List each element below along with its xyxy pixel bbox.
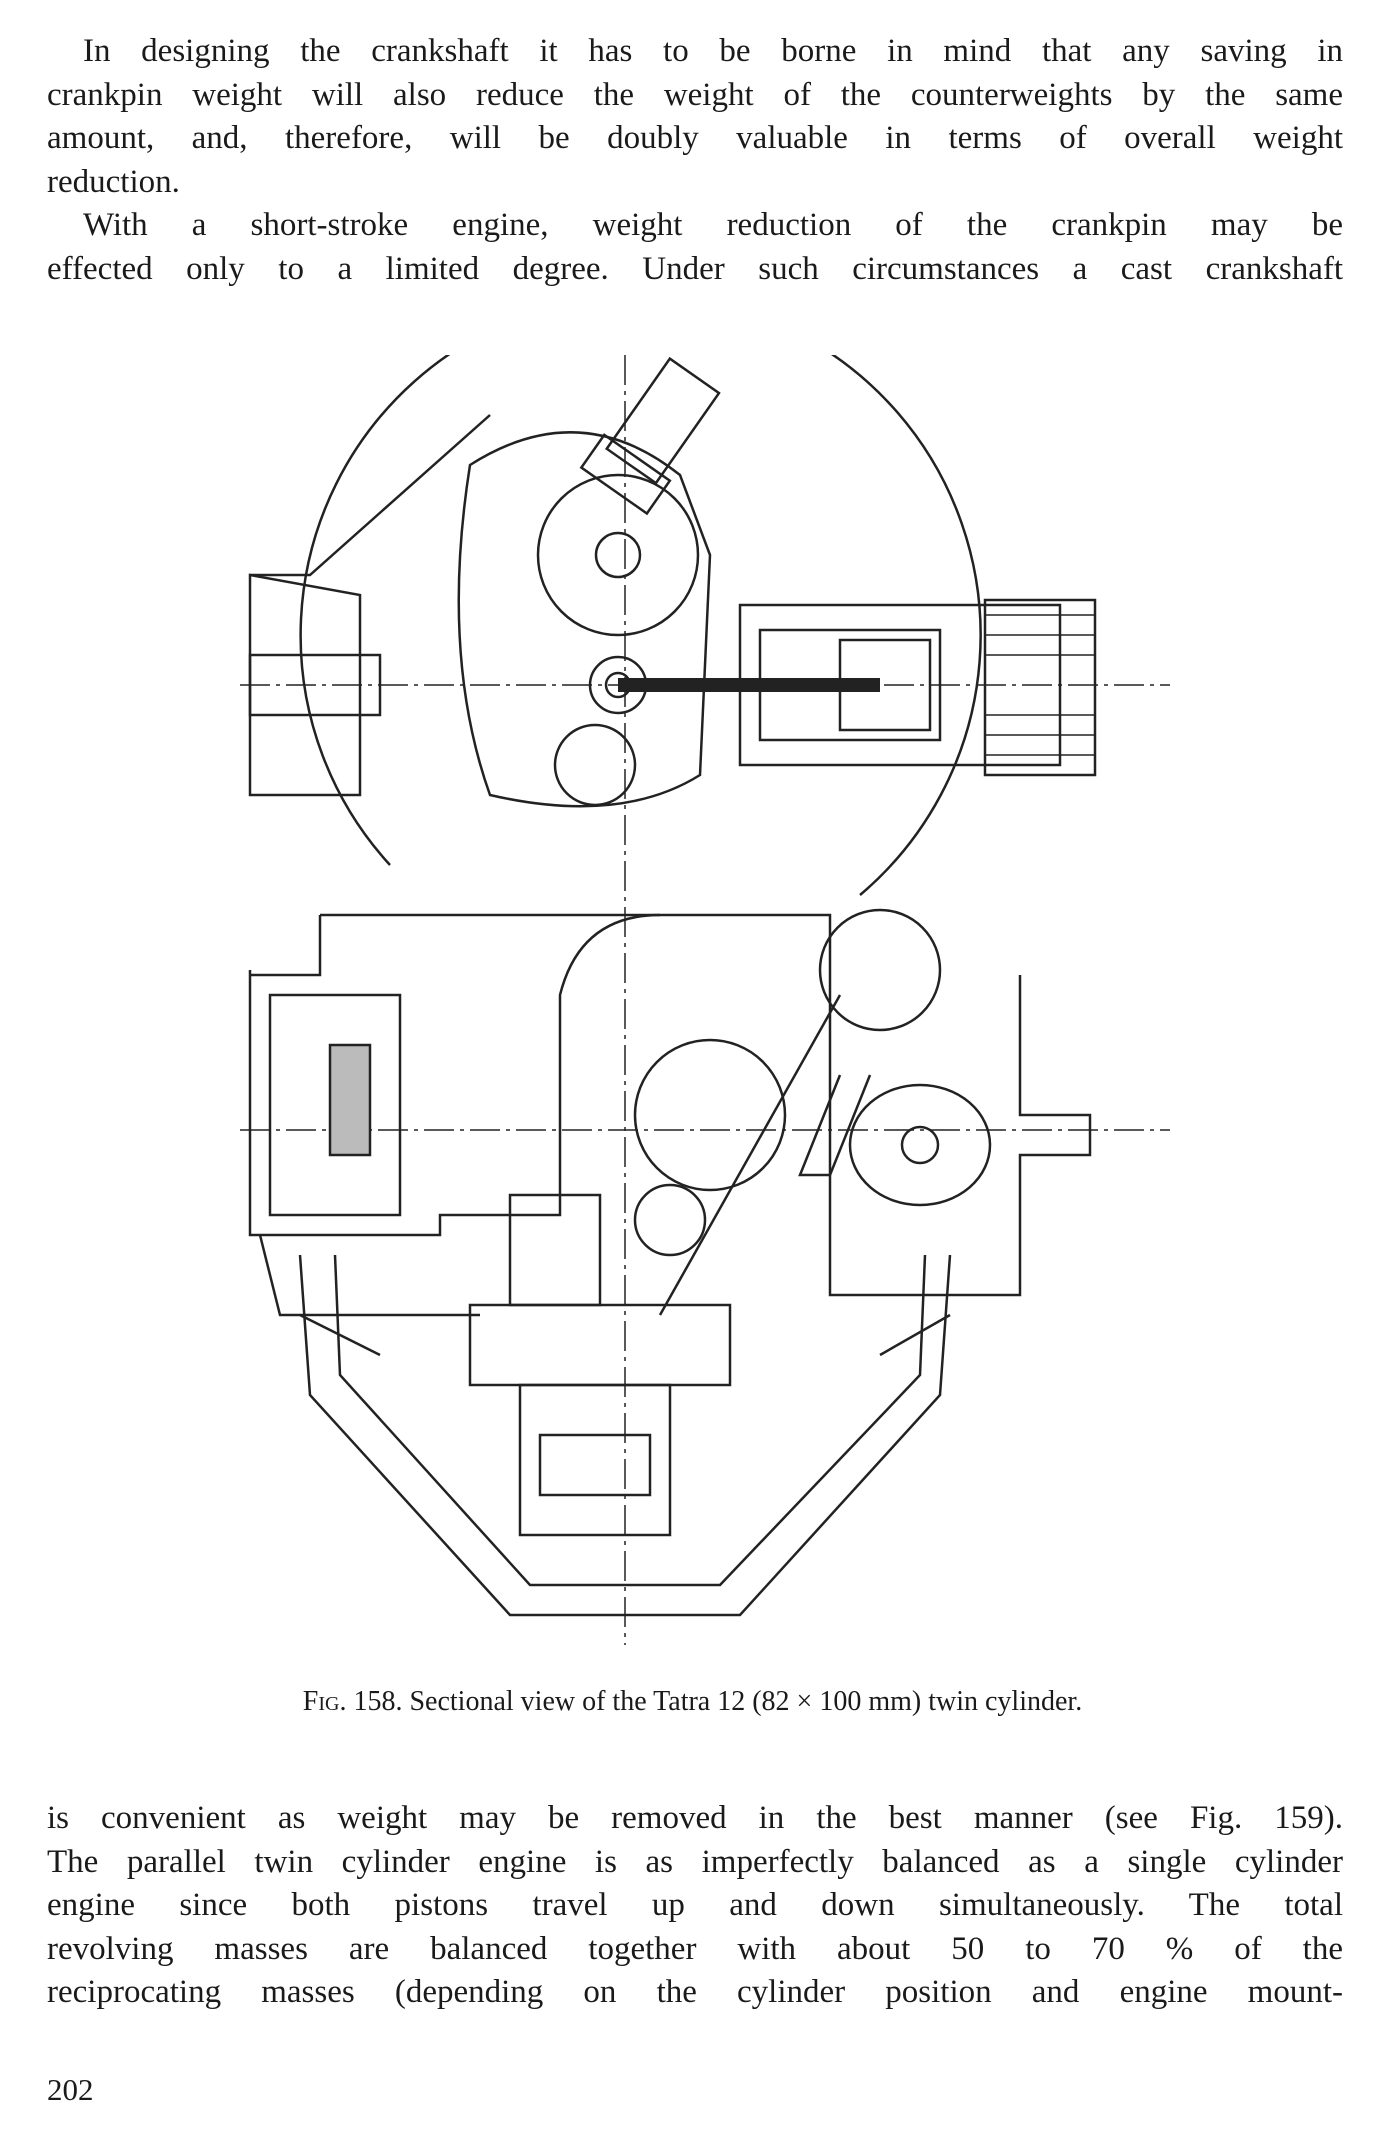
page-number: 202 xyxy=(47,2072,94,2107)
paragraph-balancing: is convenient as weight may be removed i… xyxy=(47,1797,1343,2015)
text-line: engine since both pistons travel up and … xyxy=(47,1887,1343,1923)
text-line: revolving masses are balanced together w… xyxy=(47,1930,1343,1967)
figure-label: Fig. xyxy=(302,1686,347,1717)
text-line: reduction. xyxy=(47,163,180,200)
paragraph-crankshaft-design: In designing the crankshaft it has to be… xyxy=(47,30,1343,204)
text-line: crankpin weight will also reduce the wei… xyxy=(47,76,1343,113)
engine-sectional-figure xyxy=(240,355,1170,1645)
text-line: is convenient as weight may be removed i… xyxy=(47,1800,1343,1836)
text-line: With a short-stroke engine, weight reduc… xyxy=(83,207,1343,243)
text-line: effected only to a limited degree. Under… xyxy=(47,250,1343,287)
paragraph-short-stroke: With a short-stroke engine, weight reduc… xyxy=(47,204,1343,291)
text-line: reciprocating masses (depending on the c… xyxy=(47,1974,1343,2010)
text-line: In designing the crankshaft it has to be… xyxy=(83,33,1343,69)
figure-caption-text: 158. Sectional view of the Tatra 12 (82 … xyxy=(346,1686,1083,1717)
text-line: amount, and, therefore, will be doubly v… xyxy=(47,120,1343,156)
figure-caption: Fig. 158. Sectional view of the Tatra 12… xyxy=(0,1686,1385,1718)
text-line: The parallel twin cylinder engine is as … xyxy=(47,1843,1343,1880)
